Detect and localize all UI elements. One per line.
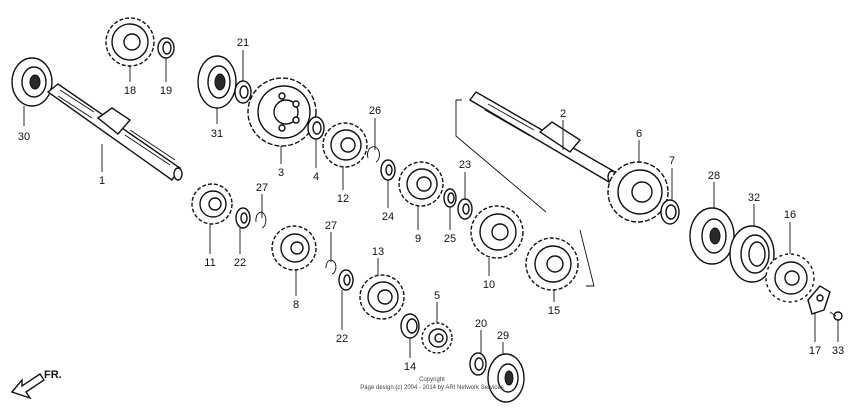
label-15: 15 — [548, 305, 560, 317]
part-1-mainshaft[interactable] — [46, 83, 183, 181]
part-15-gear[interactable] — [525, 237, 579, 291]
label-10: 10 — [483, 279, 495, 291]
label-22b: 22 — [336, 333, 348, 345]
copyright-line-1: Copyright — [419, 377, 445, 383]
bracket-right — [579, 229, 595, 287]
part-12-gear[interactable] — [322, 122, 368, 168]
part-24-washer[interactable] — [380, 159, 396, 181]
part-22-washer-a[interactable] — [235, 207, 251, 229]
label-16: 16 — [784, 209, 796, 221]
label-32: 32 — [748, 192, 760, 204]
label-14: 14 — [404, 361, 416, 373]
part-30-bearing[interactable] — [11, 57, 53, 107]
label-17: 17 — [809, 345, 821, 357]
part-29-bearing[interactable] — [487, 353, 525, 403]
part-11-gear[interactable] — [191, 183, 233, 225]
part-31-bearing[interactable] — [197, 55, 237, 109]
label-11: 11 — [204, 257, 215, 269]
part-8-gear[interactable] — [271, 225, 317, 271]
part-7-collar[interactable] — [660, 199, 680, 225]
part-number-labels: 30 1 18 19 31 21 3 4 12 26 24 9 25 23 2 … — [18, 37, 844, 373]
label-18: 18 — [124, 85, 136, 97]
part-2-countershaft[interactable] — [468, 91, 617, 184]
label-25: 25 — [444, 233, 456, 245]
part-13-gear[interactable] — [359, 274, 405, 320]
part-33-bolt[interactable] — [829, 311, 843, 321]
part-27-clip-b[interactable] — [325, 259, 337, 275]
part-26-clip[interactable] — [367, 146, 380, 163]
label-27a: 27 — [256, 182, 268, 194]
part-4-collar[interactable] — [307, 116, 325, 140]
label-5: 5 — [434, 290, 440, 302]
part-25-collar[interactable] — [443, 188, 457, 208]
label-8: 8 — [293, 299, 299, 311]
label-12: 12 — [337, 193, 349, 205]
label-27b: 27 — [325, 220, 337, 232]
label-29: 29 — [497, 330, 509, 342]
part-32-seal[interactable] — [729, 225, 775, 283]
label-3: 3 — [278, 167, 284, 179]
label-24: 24 — [382, 211, 394, 223]
part-28-bearing[interactable] — [689, 207, 735, 265]
part-16-sprocket[interactable] — [765, 253, 815, 303]
part-20-washer[interactable] — [469, 352, 487, 376]
label-30: 30 — [18, 131, 30, 143]
label-21: 21 — [237, 37, 249, 49]
part-14-bushing[interactable] — [400, 313, 420, 339]
part-18-gear[interactable] — [105, 17, 155, 67]
part-19-collar[interactable] — [157, 37, 175, 59]
label-31: 31 — [211, 128, 223, 140]
part-10-gear[interactable] — [470, 205, 524, 259]
label-13: 13 — [372, 246, 384, 258]
label-6: 6 — [636, 128, 642, 140]
label-23: 23 — [459, 159, 471, 171]
copyright-notice: Copyright Page design (c) 2004 - 2014 by… — [360, 377, 503, 391]
label-1: 1 — [99, 175, 105, 187]
part-17-plate[interactable] — [807, 285, 831, 315]
label-2: 2 — [560, 108, 566, 120]
label-28: 28 — [708, 170, 720, 182]
part-5-gear[interactable] — [421, 322, 453, 354]
part-22-washer-b[interactable] — [338, 269, 354, 291]
label-33: 33 — [832, 345, 844, 357]
label-20: 20 — [475, 318, 487, 330]
label-7: 7 — [669, 155, 675, 167]
label-22a: 22 — [234, 257, 246, 269]
direction-label: FR. — [44, 369, 62, 381]
label-9: 9 — [415, 233, 421, 245]
part-3-gear[interactable] — [247, 77, 317, 147]
label-19: 19 — [160, 85, 172, 97]
bracket-left — [455, 99, 547, 213]
front-direction-indicator: FR. — [10, 369, 62, 400]
label-4: 4 — [313, 171, 319, 183]
part-27-clip-a[interactable] — [255, 211, 267, 229]
copyright-line-2: Page design (c) 2004 - 2014 by ARI Netwo… — [360, 385, 503, 391]
part-6-gear[interactable] — [607, 161, 669, 223]
direction-arrow-icon — [10, 373, 45, 400]
part-23-washer[interactable] — [457, 198, 473, 220]
leader-lines — [23, 50, 839, 358]
part-21-washer[interactable] — [234, 80, 252, 104]
label-26: 26 — [369, 105, 381, 117]
part-9-gear[interactable] — [398, 161, 444, 207]
